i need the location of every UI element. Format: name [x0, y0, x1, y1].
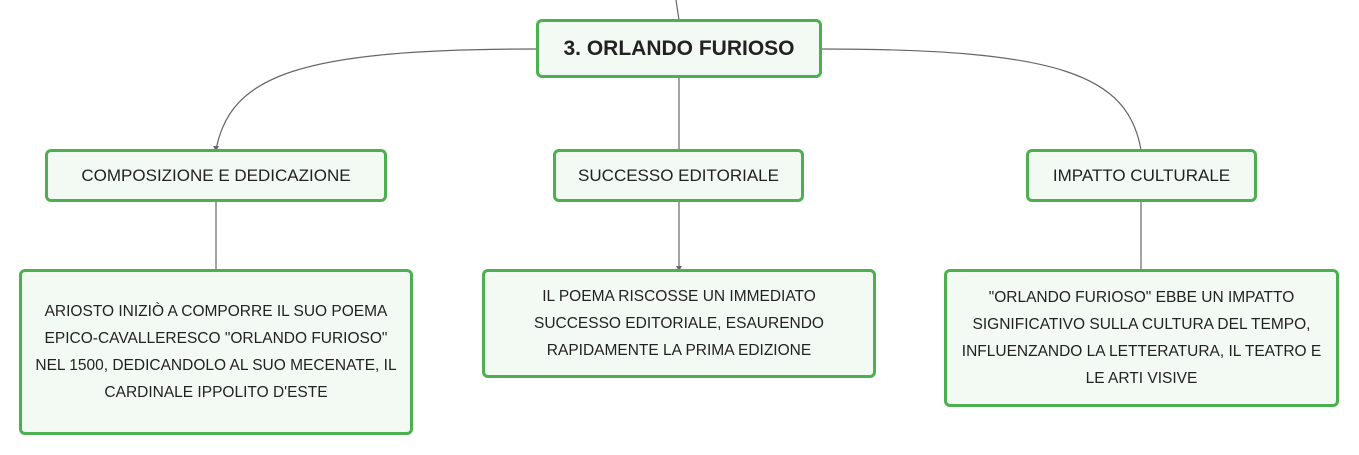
branch-topic-label: IMPATTO CULTURALE [1052, 165, 1231, 185]
root-topic[interactable]: 3. ORLANDO FURIOSO [536, 19, 822, 78]
branch-topic-label: COMPOSIZIONE E DEDICAZIONE [81, 165, 351, 185]
branch-topic-successo[interactable]: SUCCESSO EDITORIALE [553, 149, 804, 202]
detail-topic-successo[interactable]: IL POEMA RISCOSSE UN IMMEDIATO SUCCESSO … [482, 269, 876, 378]
branch-topic-composizione[interactable]: COMPOSIZIONE E DEDICAZIONE [45, 149, 387, 202]
connector-root-branch-3 [821, 48, 1142, 151]
detail-topic-impatto[interactable]: "ORLANDO FURIOSO" EBBE UN IMPATTO SIGNIF… [944, 269, 1339, 407]
detail-topic-text: "ORLANDO FURIOSO" EBBE UN IMPATTO SIGNIF… [961, 289, 1322, 387]
root-topic-label: 3. ORLANDO FURIOSO [563, 36, 795, 60]
branch-topic-impatto[interactable]: IMPATTO CULTURALE [1026, 149, 1257, 202]
connector-parent [675, 0, 680, 21]
detail-topic-composizione[interactable]: ARIOSTO INIZIÒ A COMPORRE IL SUO POEMA E… [19, 269, 413, 435]
detail-topic-text: ARIOSTO INIZIÒ A COMPORRE IL SUO POEMA E… [35, 303, 397, 401]
connector-root-branch-1 [215, 48, 537, 151]
detail-topic-text: IL POEMA RISCOSSE UN IMMEDIATO SUCCESSO … [534, 288, 824, 359]
branch-topic-label: SUCCESSO EDITORIALE [578, 165, 779, 185]
